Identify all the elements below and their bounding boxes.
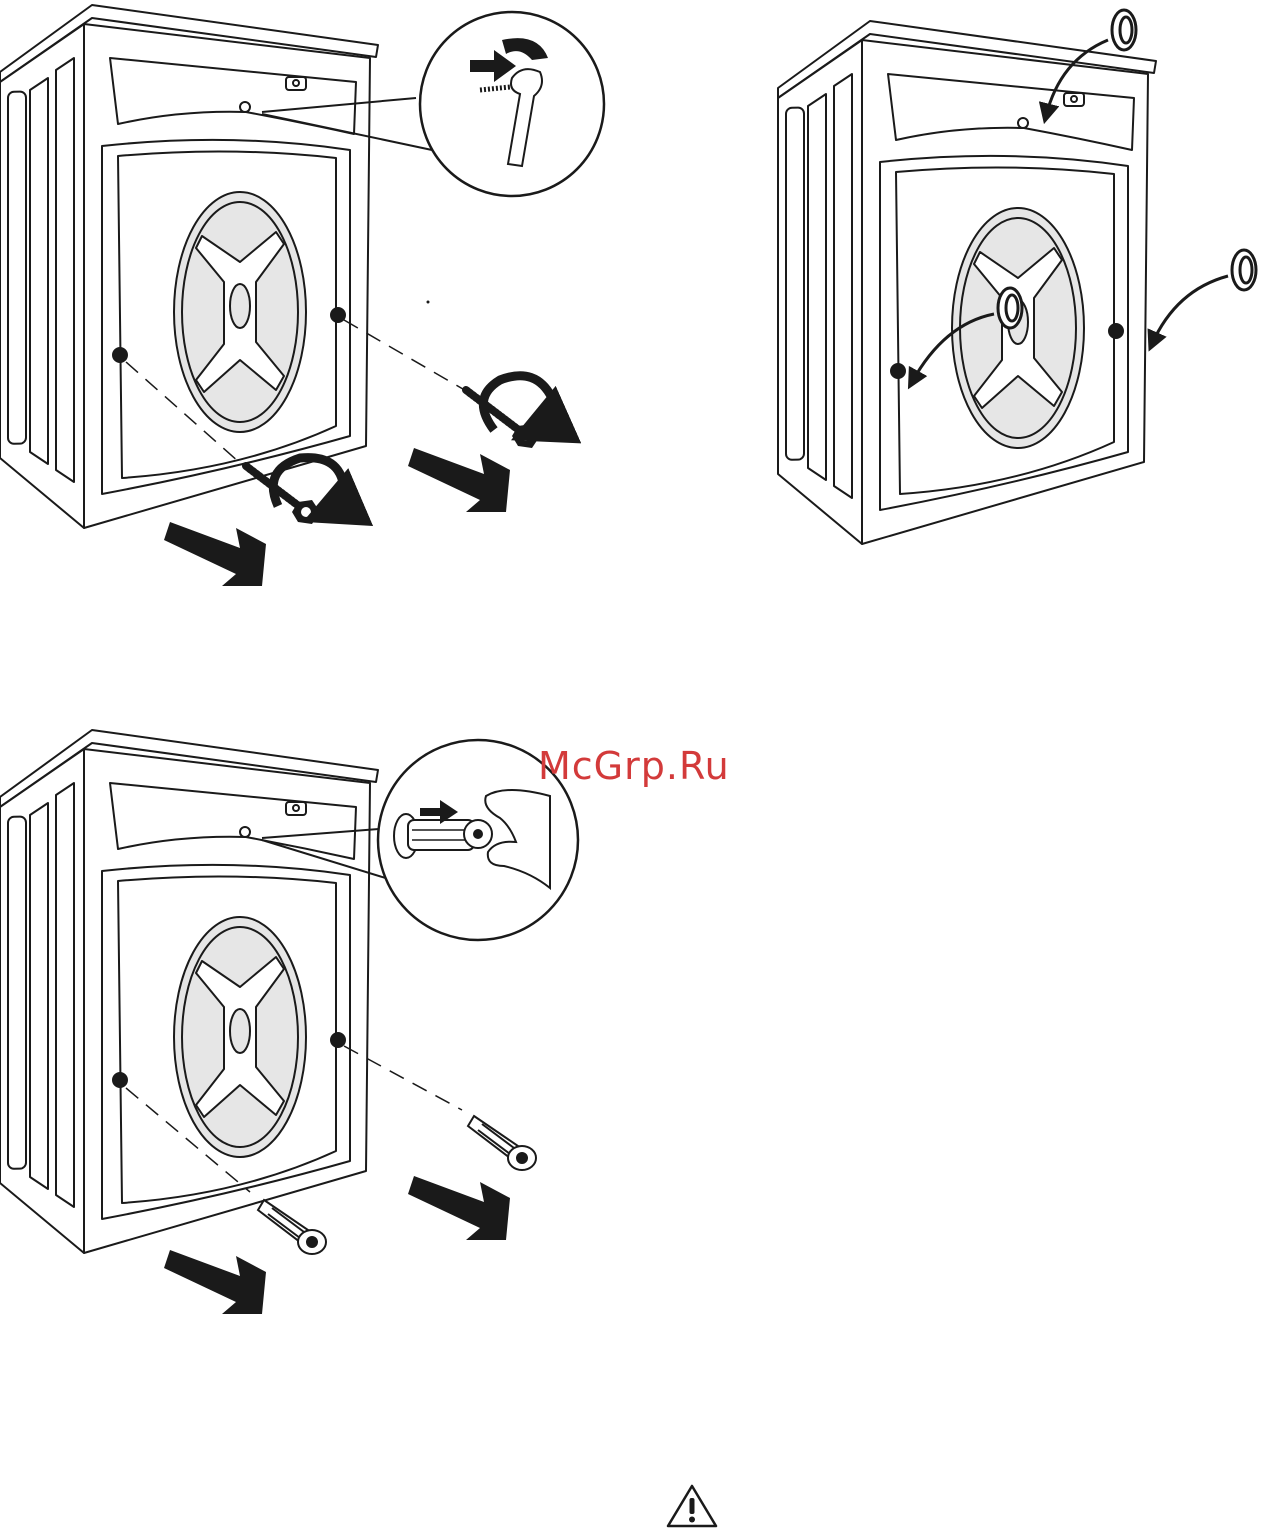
figure-remove-spacers <box>0 730 578 1314</box>
hole-cap-left <box>998 288 1022 328</box>
washing-machine-rear <box>778 21 1156 544</box>
transit-bolt-right <box>466 390 540 448</box>
pull-arrow-icon <box>408 448 510 512</box>
warning-triangle-icon <box>665 1483 719 1529</box>
inset-hand <box>378 740 578 940</box>
figure-remove-bolts <box>0 5 604 586</box>
plastic-spacer-right <box>468 1116 536 1170</box>
pull-arrow-icon <box>164 1250 266 1314</box>
washing-machine-rear <box>0 730 378 1253</box>
hole-cap-top <box>1112 10 1136 50</box>
figure-insert-caps <box>778 10 1256 544</box>
pull-arrow-icon <box>164 522 266 586</box>
hole-cap-right <box>1232 250 1256 290</box>
washing-machine-rear <box>0 5 378 528</box>
insert-arrow-icon <box>1152 276 1228 344</box>
rotate-arrow-icon <box>483 376 552 430</box>
transit-bolt-left <box>246 466 320 524</box>
pull-arrow-icon <box>408 1176 510 1240</box>
inset-spanner <box>420 12 604 196</box>
plastic-spacer-left <box>258 1200 326 1254</box>
